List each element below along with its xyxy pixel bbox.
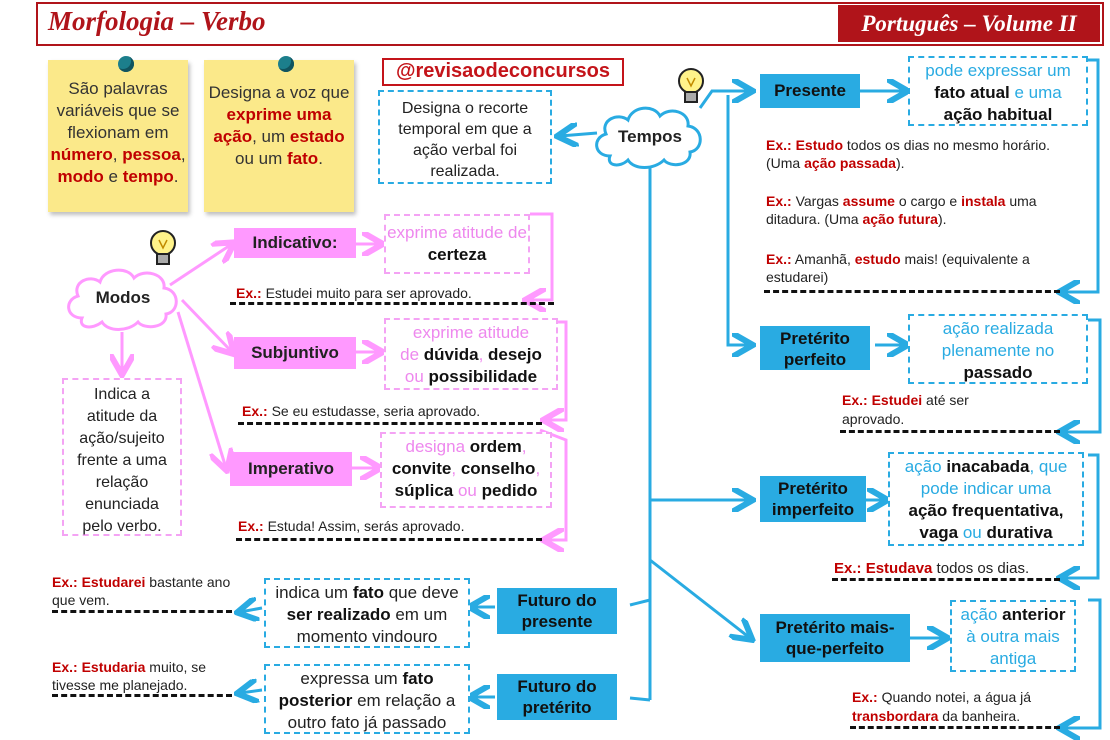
futuro-presente-divider: [52, 610, 232, 613]
imperfeito-divider: [832, 578, 1060, 581]
tempos-description: Designa o recorte temporal em que a ação…: [378, 90, 552, 184]
subjuntivo-divider: [238, 422, 542, 425]
imperativo-divider: [236, 538, 542, 541]
futuro-presente-description: indica um fato que deve ser realizado em…: [264, 578, 470, 648]
sticky-note-definition: São palavras variáveis que se flexionam …: [48, 60, 188, 212]
imperativo-box: Imperativo: [230, 452, 352, 486]
social-handle: @revisaodeconcursos: [382, 58, 624, 86]
example-text: ação passada: [804, 155, 896, 171]
modos-cloud-shape: [67, 268, 178, 331]
subjuntivo-description: exprime atitude de dúvida, desejo ou pos…: [384, 318, 558, 390]
example-text: o cargo e: [894, 193, 962, 209]
perfeito-box: Pretérito perfeito: [760, 326, 870, 370]
example-text: mais! (equivalente a estudarei): [766, 251, 1030, 285]
example-tag: Ex.:: [766, 137, 792, 153]
tempos-label: Tempos: [618, 127, 682, 146]
example-text: assume: [842, 193, 895, 209]
example-text: ação futura: [862, 211, 938, 227]
volume-badge: Português – Volume II: [838, 5, 1100, 42]
tempos-cloud-shape: [595, 106, 702, 169]
lightbulb-icon: [150, 230, 176, 265]
futuro-presente-example: Ex.: Estudarei bastante ano que vem.: [52, 574, 231, 608]
perfeito-description: ação realizada plenamente no passado: [908, 314, 1088, 384]
mais-que-perfeito-example: Ex.: Quando notei, a água já transbordar…: [852, 689, 1032, 724]
example-text: uma ditadura. (Uma: [766, 193, 1037, 227]
modos-label: Modos: [95, 288, 151, 307]
futuro-preterito-divider: [52, 694, 232, 697]
subjuntivo-box: Subjuntivo: [234, 337, 356, 369]
imperativo-example: Ex.: Estuda! Assim, serás aprovado.: [238, 518, 465, 534]
indicativo-description: exprime atitude de certeza: [384, 214, 530, 274]
example-text: Vargas: [791, 193, 843, 209]
page-title: Morfologia – Verbo: [48, 6, 266, 36]
presente-example: Ex.: Vargas assume o cargo e instala uma…: [766, 192, 1060, 228]
futuro-presente-box: Futuro do presente: [497, 588, 617, 634]
presente-description: pode expressar um fato atual e uma ação …: [908, 56, 1088, 126]
imperfeito-box: Pretérito imperfeito: [760, 476, 866, 522]
indicativo-divider: [230, 302, 554, 305]
example-text: todos os dias no mesmo horário. (Uma: [766, 137, 1051, 171]
presente-box: Presente: [760, 74, 860, 108]
example-text: Amanhã,: [791, 251, 855, 267]
presente-divider: [764, 290, 1060, 293]
mais-que-perfeito-box: Pretérito mais-que-perfeito: [760, 614, 910, 662]
example-text: estudo: [854, 251, 901, 267]
example-text: Estudo: [795, 137, 844, 153]
indicativo-example: Ex.: Estudei muito para ser aprovado.: [236, 285, 472, 301]
pushpin-icon: [278, 56, 294, 72]
pushpin-icon: [118, 56, 134, 72]
subjuntivo-example: Ex.: Se eu estudasse, seria aprovado.: [242, 403, 481, 419]
futuro-preterito-example: Ex.: Estudaria muito, se tivesse me plan…: [52, 659, 207, 693]
example-text: ).: [895, 155, 905, 171]
perfeito-divider: [840, 430, 1060, 433]
example-tag: Ex.:: [766, 193, 792, 209]
mais-que-perfeito-divider: [850, 726, 1060, 729]
example-text: ).: [937, 211, 947, 227]
perfeito-example: Ex.: Estudei até ser aprovado.: [842, 392, 969, 427]
mais-que-perfeito-description: ação anterior à outra mais antiga: [950, 600, 1076, 672]
futuro-preterito-description: expressa um fato posterior em relação a …: [264, 664, 470, 734]
sticky-note-voice: Designa a voz que exprime uma ação, um e…: [204, 60, 354, 212]
imperativo-description: designa ordem, convite, conselho, súplic…: [380, 432, 552, 508]
lightbulb-icon: [678, 68, 704, 103]
example-text: instala: [961, 193, 1006, 209]
modos-description: Indica a atitude da ação/sujeito frente …: [62, 378, 182, 536]
imperfeito-description: ação inacabada, que pode indicar uma açã…: [888, 452, 1084, 546]
example-tag: Ex.:: [766, 251, 792, 267]
indicativo-box: Indicativo:: [234, 228, 356, 258]
presente-example: Ex.: Amanhã, estudo mais! (equivalente a…: [766, 250, 1060, 286]
imperfeito-example: Ex.: Estudava todos os dias.: [834, 560, 1030, 577]
futuro-preterito-box: Futuro do pretérito: [497, 674, 617, 720]
presente-example: Ex.: Estudo todos os dias no mesmo horár…: [766, 136, 1060, 172]
